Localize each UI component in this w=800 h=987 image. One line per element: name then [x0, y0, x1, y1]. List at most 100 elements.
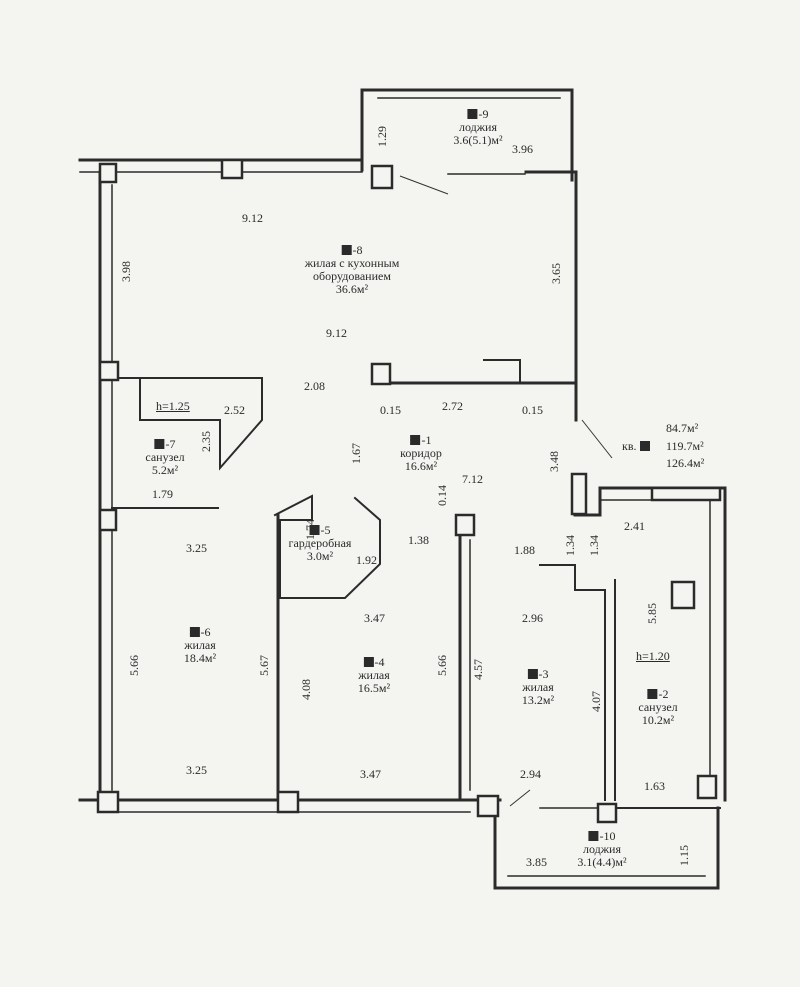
dim-1-92: 1.92 [356, 553, 377, 567]
room-8-name: жилая с кухонным [304, 256, 400, 270]
room-3-label: -3 жилая 13.2м² [521, 667, 555, 707]
room-9-name: лоджия [459, 120, 497, 134]
room-8-area: 36.6м² [335, 282, 369, 296]
column [96, 790, 120, 814]
loggia-10-wall [493, 806, 720, 890]
room-number-mark [341, 245, 352, 255]
dim-0-14: 0.14 [435, 485, 449, 506]
room-7-area: 5.2м² [151, 463, 179, 477]
dim-3-98: 3.98 [119, 261, 133, 282]
column [276, 790, 300, 814]
dim-3-25-top: 3.25 [186, 541, 207, 555]
dim-2-72: 2.72 [442, 399, 463, 413]
room-2-label: -2 санузел 10.2м² [638, 687, 678, 727]
dim-1-74: 1.74 [303, 519, 317, 540]
column [98, 508, 118, 532]
room-5-name: гардеробная [288, 536, 352, 550]
dim-9-12-mid: 9.12 [326, 326, 347, 340]
dim-1-79: 1.79 [152, 487, 173, 501]
dim-1-38: 1.38 [408, 533, 429, 547]
east-wall-lower [573, 473, 727, 802]
loggia-9-wall [360, 88, 574, 182]
leader-loggia-10 [509, 789, 531, 807]
dim-3-47-top: 3.47 [364, 611, 385, 625]
dim-1-63: 1.63 [644, 779, 665, 793]
room-1-area: 16.6м² [404, 459, 438, 473]
leader-apartment [581, 419, 613, 459]
columns [96, 158, 722, 824]
dim-2-41: 2.41 [624, 519, 645, 533]
room-2-area: 10.2м² [641, 713, 675, 727]
dim-1-34-right: 1.34 [587, 535, 601, 556]
room-10-area: 3.1(4.4)м² [577, 855, 627, 869]
dim-2-35: 2.35 [199, 431, 213, 452]
dim-3-25-bottom: 3.25 [186, 763, 207, 777]
dim-1-67: 1.67 [349, 443, 363, 464]
room-6-label: -6 жилая 18.4м² [183, 625, 217, 665]
room-9-label: -9 лоджия 3.6(5.1)м² [453, 107, 503, 147]
column [596, 802, 618, 824]
room-number-mark [363, 657, 374, 667]
column [98, 162, 118, 184]
dim-4-57: 4.57 [471, 659, 485, 680]
column [476, 794, 500, 818]
room-10-name: лоджия [583, 842, 621, 856]
dim-0-15-left: 0.15 [380, 403, 401, 417]
room-number-mark [588, 831, 599, 841]
dim-5-66-right: 5.66 [435, 655, 449, 676]
column [650, 486, 722, 502]
column [570, 472, 588, 516]
room-number-mark [410, 435, 421, 445]
column [370, 362, 392, 386]
dim-1-34-left: 1.34 [563, 535, 577, 556]
room-number-mark [527, 669, 538, 679]
room-1-label: -1 коридор 16.6м² [400, 433, 442, 473]
dim-3-47-bottom: 3.47 [360, 767, 381, 781]
dim-5-66-left: 5.66 [127, 655, 141, 676]
column [220, 158, 244, 180]
room-2-name: санузел [638, 700, 678, 714]
room-7-label: -7 санузел 5.2м² [145, 437, 185, 477]
dim-2-94: 2.94 [520, 767, 541, 781]
apartment-area-1: 84.7м² [666, 421, 699, 435]
height-bath-7: h=1.25 [156, 399, 190, 413]
dim-2-96: 2.96 [522, 611, 543, 625]
room-5-area: 3.0м² [306, 549, 334, 563]
apartment-area-3: 126.4м² [666, 456, 705, 470]
room-1-name: коридор [400, 446, 442, 460]
column [370, 164, 394, 190]
room-8-name-2: оборудованием [313, 269, 391, 283]
dim-1-29: 1.29 [375, 126, 389, 147]
room-4-name: жилая [358, 668, 390, 682]
dim-0-15-right: 0.15 [522, 403, 543, 417]
wardrobe-5-wall [273, 494, 381, 599]
apartment-number-mark [639, 441, 650, 451]
room-9-area: 3.6(5.1)м² [453, 133, 503, 147]
apartment-label: кв. [622, 440, 651, 453]
leaders [399, 175, 613, 807]
bathroom-7-wall [111, 377, 263, 471]
room-number-mark [189, 627, 200, 637]
leader-loggia-9 [399, 175, 449, 195]
dim-3-85: 3.85 [526, 855, 547, 869]
dim-3-65: 3.65 [549, 263, 563, 284]
dim-5-85: 5.85 [645, 603, 659, 624]
height-bath-2: h=1.20 [636, 649, 670, 663]
room-8-label: -8 жилая с кухонным оборудованием 36.6м² [304, 243, 400, 296]
column [670, 580, 696, 610]
dim-3-48: 3.48 [547, 451, 561, 472]
dim-9-12-top: 9.12 [242, 211, 263, 225]
dim-2-08: 2.08 [304, 379, 325, 393]
dim-5-67: 5.67 [257, 655, 271, 676]
column [696, 774, 718, 800]
room-6-area: 18.4м² [183, 651, 217, 665]
room-4-label: -4 жилая 16.5м² [357, 655, 391, 695]
room-number-mark [647, 689, 658, 699]
dim-2-52: 2.52 [224, 403, 245, 417]
walls [78, 88, 727, 890]
dim-7-12: 7.12 [462, 472, 483, 486]
room-4-area: 16.5м² [357, 681, 391, 695]
dim-1-88: 1.88 [514, 543, 535, 557]
dim-1-15: 1.15 [677, 845, 691, 866]
